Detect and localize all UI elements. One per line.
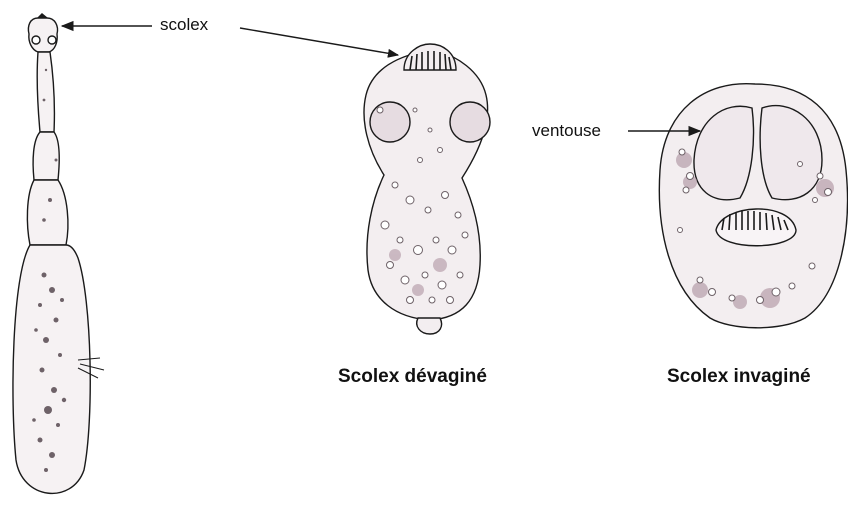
worm-neck: [37, 52, 54, 132]
whole-worm-drawing: [13, 14, 104, 493]
scolex-arrow-right: [240, 28, 398, 55]
everted-scolex-sucker-left: [370, 102, 410, 142]
worm-scolex-head: [28, 18, 57, 52]
everted-scolex-tail: [417, 318, 442, 334]
everted-scolex-sucker-right: [450, 102, 490, 142]
everted-scolex-drawing: [364, 44, 490, 334]
worm-segment-1: [33, 132, 59, 180]
scolex-label: scolex: [160, 15, 209, 34]
scolex-devagine-caption: Scolex dévaginé: [338, 366, 487, 387]
scolex-invagine-caption: Scolex invaginé: [667, 366, 811, 387]
worm-segment-2: [27, 180, 68, 245]
everted-scolex-body: [364, 52, 488, 320]
ventouse-label: ventouse: [532, 121, 601, 140]
invaginated-scolex-drawing: [659, 84, 847, 328]
